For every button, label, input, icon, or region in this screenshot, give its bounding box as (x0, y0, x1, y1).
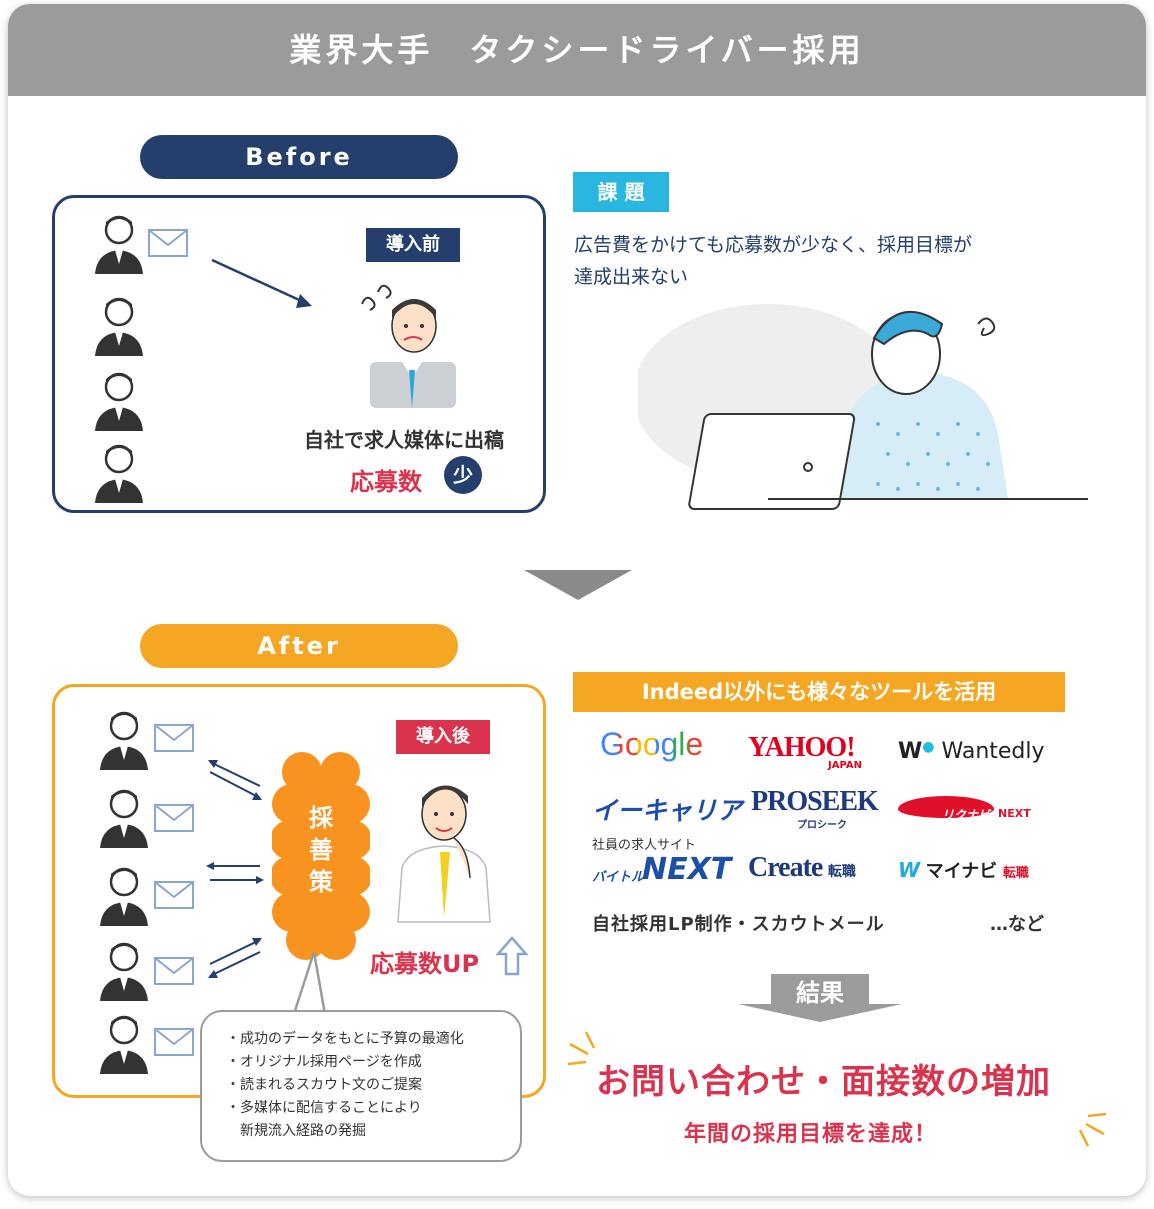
double-arrow-icon (208, 938, 262, 978)
person-icon (100, 942, 148, 1001)
yahoo-logo-text: YAHOO! (748, 732, 856, 763)
create-logo-text: Create (748, 852, 823, 883)
mynavi-logo-suffix: 転職 (1002, 866, 1029, 881)
rikunabi-logo: リクナビ NEXT (898, 794, 1040, 822)
result-arrow-head-icon (738, 1004, 902, 1022)
mynavi-mark-icon: W (898, 858, 921, 882)
mail-icon (154, 957, 194, 985)
tools-extra: 自社採用LP制作・スカウトメール (592, 914, 885, 935)
person-icon (100, 711, 148, 770)
bullet-item: ・成功のデータをもとに予算の最適化 (226, 1031, 464, 1047)
before-label: Before (140, 135, 458, 179)
mail-icon (154, 881, 194, 909)
person-icon (95, 444, 143, 503)
bullet-item: ・読まれるスカウト文のご提案 (226, 1077, 422, 1093)
after-result: 応募数UP (370, 950, 480, 978)
after-badge: 導入後 (396, 720, 490, 754)
sparkle-right-icon (1078, 1112, 1107, 1147)
down-arrow-icon (524, 570, 632, 600)
create-logo: Create 転職 (748, 852, 856, 884)
improvement-cloud (272, 752, 370, 960)
happy-manager-icon (397, 785, 491, 923)
person-icon (100, 1015, 148, 1074)
create-logo-suffix: 転職 (827, 864, 856, 880)
result-label: 結果 (796, 979, 844, 1007)
wantedly-logo: W● Wantedly (898, 739, 1045, 764)
person-icon (95, 372, 143, 431)
bullet-item: 新規流入経路の発掘 (226, 1123, 366, 1139)
mail-icon (154, 1028, 194, 1056)
result-sub: 年間の採用目標を達成！ (684, 1122, 938, 1147)
mail-icon (154, 724, 194, 752)
wantedly-mark-icon: W (898, 739, 923, 764)
worried-manager-icon (361, 284, 456, 408)
result-arrow: 結果 (738, 974, 902, 1022)
wantedly-dot-icon: ● (922, 739, 935, 755)
bullet-item: ・多媒体に配信することにより (226, 1100, 422, 1116)
google-logo-text: Google (600, 726, 704, 762)
result-headline: お問い合わせ・面接数の増加 (596, 1062, 1051, 1102)
bullet-item: ・オリジナル採用ページを作成 (226, 1054, 422, 1070)
before-caption: 自社で求人媒体に出稿 (304, 428, 504, 452)
person-icon (100, 867, 148, 926)
after-label: After (140, 624, 458, 668)
result-arrow-shaft (771, 974, 869, 1006)
improvement-label: 採善策 (309, 804, 333, 896)
bullet-list: ・成功のデータをもとに予算の最適化 ・オリジナル採用ページを作成 ・読まれるスカ… (226, 1028, 506, 1143)
double-arrow-icon (206, 862, 264, 884)
rikunabi-logo-next: NEXT (998, 807, 1031, 820)
proseek-logo: PROSEEK プロシーク (751, 786, 879, 831)
yahoo-logo-sub: JAPAN (828, 760, 862, 771)
yahoo-logo: YAHOO! JAPAN (748, 732, 862, 771)
before-badge: 導入前 (366, 228, 460, 262)
issue-text-line2: 達成出来ない (574, 266, 689, 288)
proseek-logo-sub: プロシーク (797, 820, 847, 831)
sparkle-left-icon (567, 1031, 596, 1066)
page-title: 業界大手 タクシードライバー採用 (8, 4, 1146, 96)
person-icon (95, 215, 143, 274)
issue-text-line1: 広告費をかけても応募数が少なく、採用目標が (574, 234, 973, 256)
baitoru-prefix-text: バイトル (592, 870, 645, 885)
ecareer-logo: イーキャリア (592, 796, 743, 825)
double-arrow-icon (208, 760, 262, 800)
rikunabi-logo-text: リクナビ (942, 808, 991, 822)
issue-tag: 課 題 (573, 172, 669, 212)
before-result-label: 応募数 (350, 468, 422, 496)
baitoru-small-text: 社員の求人サイト (592, 838, 697, 853)
wantedly-logo-text: Wantedly (941, 739, 1045, 764)
up-arrow-icon (496, 936, 528, 976)
mynavi-logo-text: マイナビ (925, 861, 998, 882)
google-logo: Google (600, 726, 703, 763)
tools-heading: Indeed以外にも様々なツールを活用 (573, 672, 1065, 712)
infographic-card: 業界大手 タクシードライバー採用 Before 導入前 自社で求人媒体に出稿 応… (8, 4, 1146, 1196)
mail-icon (148, 229, 188, 257)
rikunabi-swoosh-icon (898, 796, 994, 818)
before-result-badge: 少 (444, 456, 482, 494)
speech-bubble-tail (292, 952, 328, 1020)
person-icon (100, 789, 148, 848)
worried-person-laptop-illustration (638, 304, 1088, 510)
tools-etc: …など (990, 914, 1044, 935)
person-icon (95, 297, 143, 356)
mynavi-logo: W マイナビ 転職 (898, 857, 1029, 883)
baitoru-next-text: NEXT (642, 852, 732, 887)
arrow-icon (211, 258, 312, 308)
bullet-bubble: ・成功のデータをもとに予算の最適化 ・オリジナル採用ページを作成 ・読まれるスカ… (200, 1010, 522, 1162)
proseek-logo-text: PROSEEK (751, 786, 879, 817)
mail-icon (154, 804, 194, 832)
